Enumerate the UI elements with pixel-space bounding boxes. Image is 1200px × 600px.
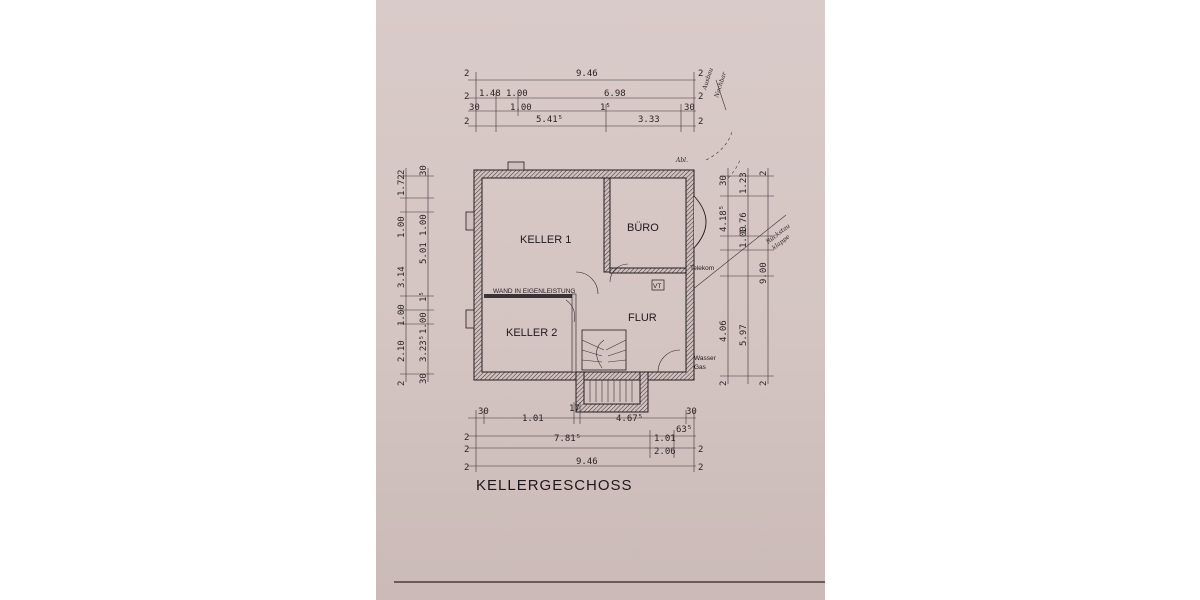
dim-text: 2 [397, 170, 407, 175]
dim-text: 9.46 [576, 69, 598, 79]
dim-text: 2 [759, 381, 769, 386]
dim-text: 17 [569, 404, 580, 414]
dim-text: 2 [759, 171, 769, 176]
dim-text: 5.97 [739, 324, 749, 346]
dim-text: 2 [464, 117, 469, 127]
dim-text: 1.00 [506, 89, 528, 99]
dim-text: 1.00 [739, 226, 749, 248]
room-buero: BÜRO [627, 222, 659, 234]
dim-text: 5.01 [419, 242, 429, 264]
dimension-chain-top: 2 9.46 2 2 1.48 1.00 6.98 2 30 1.00 1⁵ 3… [464, 69, 703, 132]
dimension-chain-bottom: 30 1.01 17 4.67⁵ 30 2 7.81⁵ 1.01 63⁵ 2 2… [464, 402, 703, 473]
dim-text: 1.48 [479, 89, 501, 99]
dim-text: 2 [698, 69, 703, 79]
outer-walls [465, 161, 707, 413]
dim-text: 2 [464, 92, 469, 102]
plan-title: KELLERGESCHOSS [476, 477, 633, 494]
dim-text: 30 [419, 373, 429, 384]
dim-text: 2 [464, 69, 469, 79]
svg-text:Nachbar: Nachbar [713, 70, 728, 99]
dim-text: 6.98 [604, 89, 626, 99]
floor-plan: 2 9.46 2 2 1.48 1.00 6.98 2 30 1.00 1⁵ 3… [394, 67, 825, 583]
dim-text: 5.41⁵ [536, 115, 563, 125]
telekom-label: Telekom [690, 265, 714, 272]
dim-text: 2 [464, 445, 469, 455]
dim-text: 63⁵ [676, 425, 692, 435]
dim-text: 2 [698, 463, 703, 473]
dim-text: 2 [397, 381, 407, 386]
wall-note: WAND IN EIGENLEISTUNG [493, 288, 575, 295]
dim-text: 30 [469, 103, 480, 113]
room-flur: FLUR [628, 312, 657, 324]
dim-text: 1.76 [739, 212, 749, 234]
dim-text: 1⁵ [419, 291, 429, 302]
dim-text: 1⁵ [600, 103, 611, 113]
dim-text: 4.06 [719, 320, 729, 342]
dim-text: 30 [684, 103, 695, 113]
gas-label: Gas [694, 364, 707, 371]
svg-text:Abl.: Abl. [675, 157, 688, 164]
dim-text: 1.00 [397, 216, 407, 238]
dim-text: 30 [478, 407, 489, 417]
dim-text: 1.00 [510, 103, 532, 113]
dim-text: 1.00 [419, 312, 429, 334]
dim-text: 4.18⁵ [719, 205, 729, 232]
dim-text: 3.23⁵ [419, 335, 429, 362]
handwritten-notes: Ausbau Nachbar Abl. [675, 67, 741, 179]
dimension-chain-left: 2 1.72 1.00 3.14 1.00 2.10 2 30 1.00 5.0… [397, 165, 434, 386]
dim-text: 2.10 [397, 340, 407, 362]
interior-walls [484, 177, 687, 402]
dim-text: 2 [698, 117, 703, 127]
dim-text: 7.81⁵ [554, 434, 581, 444]
dim-text: 2 [719, 381, 729, 386]
dim-text: 3.33 [638, 115, 660, 125]
room-keller-1: KELLER 1 [520, 234, 571, 246]
room-keller-2: KELLER 2 [506, 327, 557, 339]
dim-text: 9.00 [759, 262, 769, 284]
dim-text: 9.46 [576, 457, 598, 467]
dim-text: 2.06 [654, 447, 676, 457]
dim-text: 4.67⁵ [616, 414, 643, 424]
vt-label: VT [653, 283, 661, 290]
dim-text: 2 [464, 433, 469, 443]
dim-text: 2 [698, 92, 703, 102]
dim-text: 2 [464, 463, 469, 473]
dim-text: 1.01 [654, 434, 676, 444]
dim-text: 1.00 [419, 214, 429, 236]
dimension-chain-right: 30 4.18⁵ 4.06 2 1.23 1.76 1.00 5.97 2 9.… [691, 168, 792, 386]
dim-text: 30 [719, 175, 729, 186]
dim-text: 3.14 [397, 266, 407, 288]
dim-text: 2 [698, 445, 703, 455]
dim-text: 1.72 [397, 174, 407, 196]
wasser-label: Wasser [694, 355, 717, 362]
dim-text: 1.23 [739, 172, 749, 194]
plan-paper: 2 9.46 2 2 1.48 1.00 6.98 2 30 1.00 1⁵ 3… [376, 0, 825, 600]
dim-text: 30 [419, 165, 429, 176]
dim-text: 1.01 [522, 414, 544, 424]
dim-text: 30 [686, 407, 697, 417]
dim-text: 1.00 [397, 304, 407, 326]
